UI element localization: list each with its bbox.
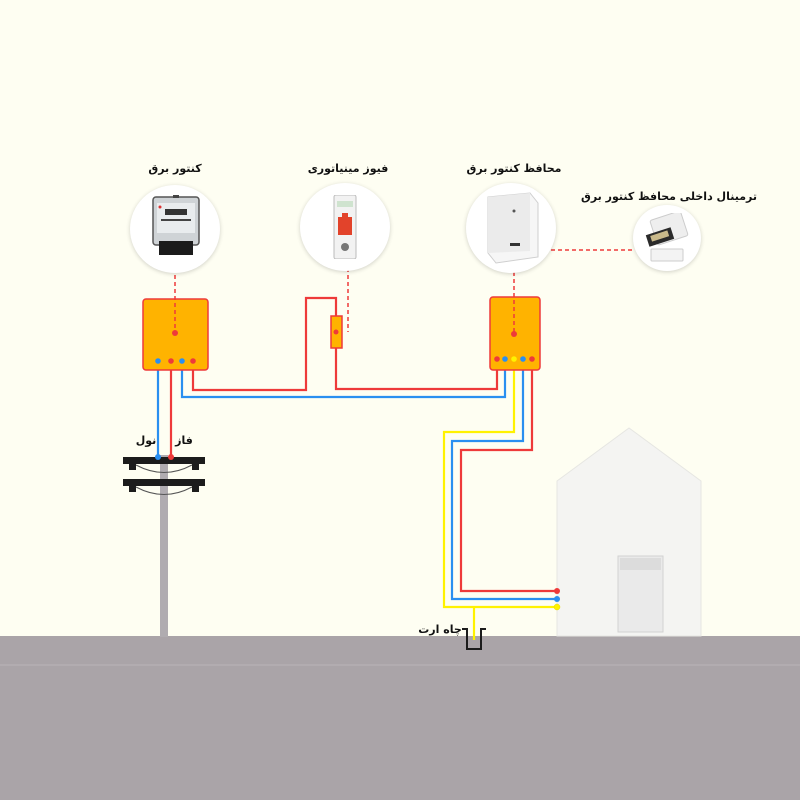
neutral-wire-to-house xyxy=(450,361,557,601)
utility-pole xyxy=(123,455,205,637)
mcb-label: فیوز مینیاتوری xyxy=(307,162,389,175)
house xyxy=(556,427,702,637)
phase-wire-mcb-to-protector xyxy=(334,348,499,391)
mcb-symbol[interactable] xyxy=(330,315,343,349)
electricity-meter-icon xyxy=(151,195,201,257)
ground xyxy=(0,636,800,800)
pole-terminal-phase xyxy=(168,454,174,460)
protector-terminal-icon xyxy=(643,210,691,265)
protector-label: محافظ کنتور برق xyxy=(466,162,562,175)
meter-label: کنتور برق xyxy=(148,162,202,175)
earth-wire-to-house xyxy=(442,361,557,609)
terminal-label: ترمینال داخلی محافظ کنتور برق xyxy=(581,190,757,203)
phase-wire-to-house xyxy=(459,361,557,593)
mcb-photo[interactable] xyxy=(300,183,390,271)
protector-photo[interactable] xyxy=(466,183,556,273)
neutral-wire-meter-to-protector xyxy=(180,361,507,399)
meter-photo[interactable] xyxy=(130,185,220,273)
neutral-label: نول xyxy=(135,434,157,447)
meter-protector-icon xyxy=(484,191,542,265)
phase-wire-meter-to-mcb xyxy=(191,296,338,392)
house-terminal-phase xyxy=(554,588,560,594)
crossarm-bottom xyxy=(123,479,205,486)
pole-terminal-neutral xyxy=(155,454,161,460)
meter-box[interactable] xyxy=(142,298,209,371)
miniature-circuit-breaker-icon xyxy=(333,194,357,260)
protector-box[interactable] xyxy=(489,296,541,371)
house-terminal-earth xyxy=(553,603,561,611)
crossarm-top xyxy=(123,457,205,464)
house-terminal-neutral xyxy=(554,596,560,602)
phase-label: فاز xyxy=(175,434,193,447)
earth-well-label: چاه ارت xyxy=(418,623,462,636)
terminal-photo[interactable] xyxy=(633,205,701,271)
earth-well xyxy=(462,628,486,650)
